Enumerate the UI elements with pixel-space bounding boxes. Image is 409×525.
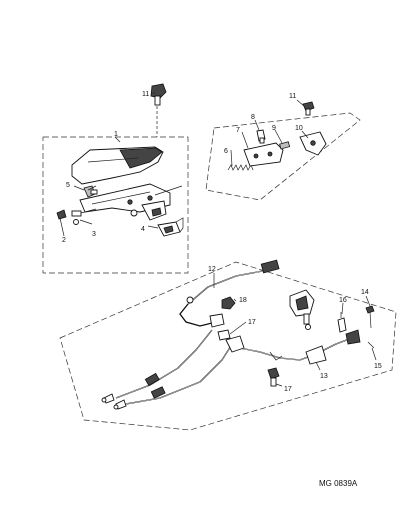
spring-clip-part (337, 312, 347, 333)
lever-assembly-frame (42, 136, 189, 274)
callout-17-bottom: 17 (284, 386, 292, 393)
cable-frame (59, 261, 397, 431)
lever-bracket-part (157, 217, 184, 237)
callout-4: 4 (141, 226, 145, 233)
callout-6: 6 (224, 148, 228, 155)
callout-15: 15 (374, 363, 382, 370)
lever-assembly-group (42, 83, 189, 274)
top-bolt-part (150, 83, 167, 137)
cable-bolt-part (267, 367, 280, 387)
callout-13: 13 (320, 373, 328, 380)
pawl-bolt-part (83, 185, 98, 198)
callout-11-right: 11 (289, 93, 296, 100)
callout-9: 9 (272, 125, 276, 132)
spring-pin-part (56, 208, 97, 225)
grommet-part (221, 296, 236, 310)
callout-11-top: 11 (142, 91, 149, 98)
abutment-bracket-part (289, 289, 315, 331)
callout-3: 3 (92, 231, 96, 238)
callout-8: 8 (251, 114, 255, 121)
equaliser-part (225, 329, 361, 365)
callout-2: 2 (62, 237, 66, 244)
cable-assembly-group (59, 259, 397, 431)
callout-1: 1 (114, 131, 118, 138)
cable-clip-top-part (217, 329, 231, 341)
lever-grip-part (71, 146, 164, 185)
adjuster-pin-part (279, 141, 291, 150)
lever-arm-part (79, 183, 183, 221)
adjuster-frame (205, 112, 361, 201)
adjuster-assembly-group (205, 101, 361, 201)
callout-5: 5 (66, 182, 70, 189)
adjuster-clevis-part (299, 131, 327, 156)
callout-18: 18 (239, 297, 247, 304)
adjuster-bolt-part (302, 101, 315, 116)
screw-part (365, 305, 375, 329)
callout-17-top: 17 (248, 319, 256, 326)
callout-labels: 11 1 5 2 3 4 11 8 7 9 10 6 12 18 14 16 1… (62, 91, 382, 393)
callout-16: 16 (339, 297, 347, 304)
adjuster-spring-part (227, 164, 254, 171)
adjuster-plate-part (243, 142, 284, 167)
pin-part (367, 341, 375, 349)
callout-14: 14 (361, 289, 369, 296)
callout-7: 7 (236, 127, 240, 134)
front-cable-part (179, 259, 280, 328)
callout-10: 10 (295, 125, 303, 132)
rear-cable-left-part (101, 329, 237, 410)
callout-12: 12 (208, 266, 216, 273)
reference-code: MG 0839A (319, 479, 358, 488)
leader-lines (59, 92, 377, 387)
adjuster-nut-part (256, 129, 266, 144)
